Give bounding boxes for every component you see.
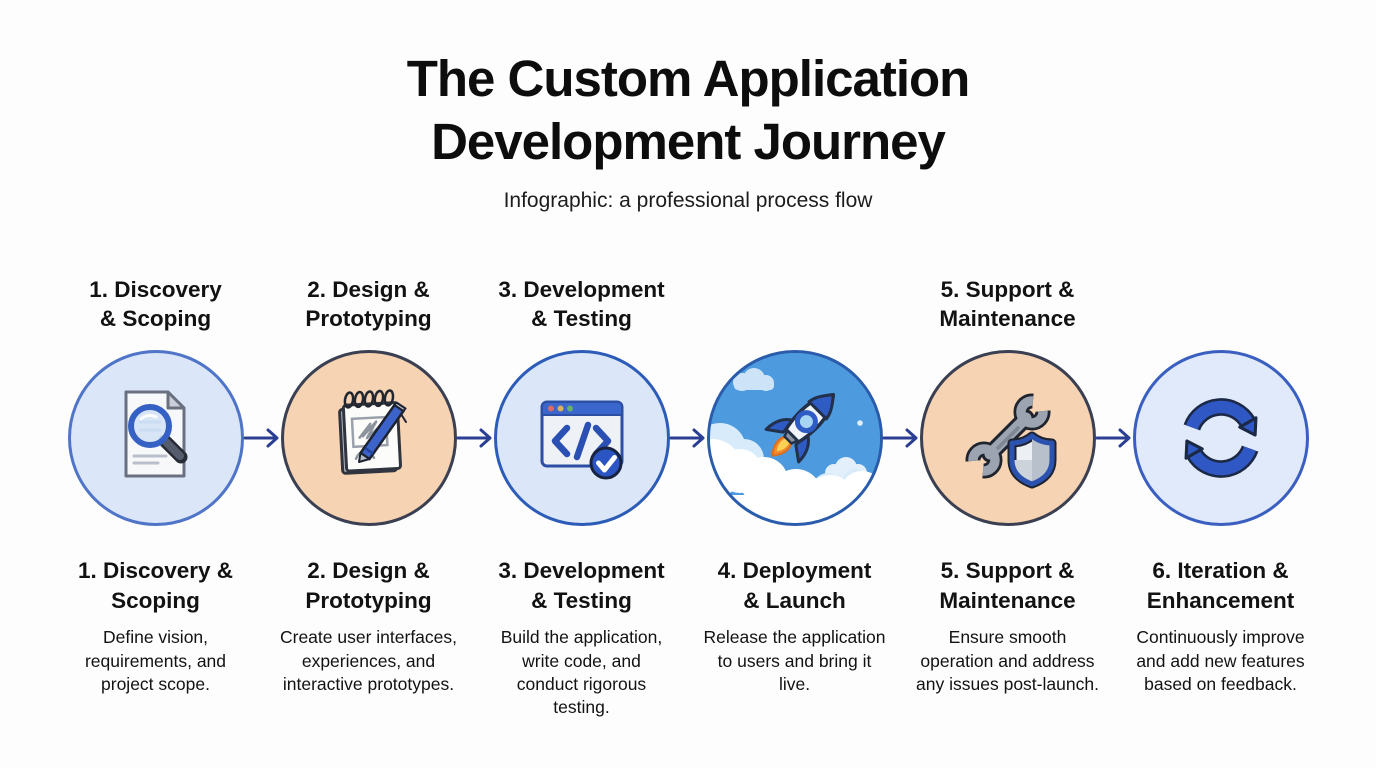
flow-arrow-icon [1095,425,1133,451]
process-flow: 1. Discovery & Scoping 1. Discovery & Sc… [49,268,1327,719]
document-magnifier-icon [124,390,187,478]
step-1-circle [67,350,244,526]
step-4-deployment-launch: 4. Deployment & Launch Release the appli… [688,268,901,719]
step-3-top-label: 3. Development & Testing [498,276,665,332]
step-1-heading: 1. Discovery & Scoping [77,558,234,613]
step-2-heading: 2. Design & Prototyping [305,558,432,613]
flow-arrow-icon [669,425,707,451]
step-4-circle [706,350,883,526]
step-5-description: Ensure smooth operation and address any … [916,627,1099,694]
rocket-launch-icon [709,353,880,523]
flow-arrow-icon [882,425,920,451]
step-5-circle [919,350,1096,526]
cycle-arrows-icon [1183,398,1258,478]
step-6-iteration-enhancement: 6. Iteration & Enhancement Continuously … [1114,268,1327,719]
step-1-discovery-scoping: 1. Discovery & Scoping 1. Discovery & Sc… [49,268,262,719]
step-6-circle [1132,350,1309,526]
step-3-heading: 3. Development & Testing [498,558,665,613]
step-2-design-prototyping: 2. Design & Prototyping [262,268,475,719]
page-subtitle: Infographic: a professional process flow [503,189,873,213]
step-4-description: Release the application to users and bri… [703,627,886,694]
step-3-development-testing: 3. Development & Testing 3. Development … [475,268,688,719]
flow-arrow-icon [456,425,494,451]
step-5-heading: 5. Support & Maintenance [939,558,1076,613]
flow-arrow-icon [243,425,281,451]
step-2-top-label: 2. Design & Prototyping [305,276,432,332]
header: The Custom Application Development Journ… [0,0,1376,213]
step-3-circle [493,350,670,526]
step-2-circle [280,350,457,526]
wrench-shield-icon [965,393,1056,489]
step-5-top-label: 5. Support & Maintenance [939,276,1076,332]
step-6-description: Continuously improve and add new feature… [1136,627,1305,694]
step-1-top-label: 1. Discovery & Scoping [89,276,222,332]
step-4-heading: 4. Deployment & Launch [717,558,872,613]
step-3-description: Build the application, write code, and c… [500,627,663,718]
step-1-description: Define vision, requirements, and project… [84,627,227,694]
step-2-description: Create user interfaces, experiences, and… [279,627,458,694]
step-5-support-maintenance: 5. Support & Maintenance 5. Support & Ma… [901,268,1114,719]
step-6-heading: 6. Iteration & Enhancement [1146,558,1295,613]
notepad-pen-icon [337,389,407,475]
code-window-icon [540,400,623,480]
page-title: The Custom Application Development Journ… [406,50,971,170]
